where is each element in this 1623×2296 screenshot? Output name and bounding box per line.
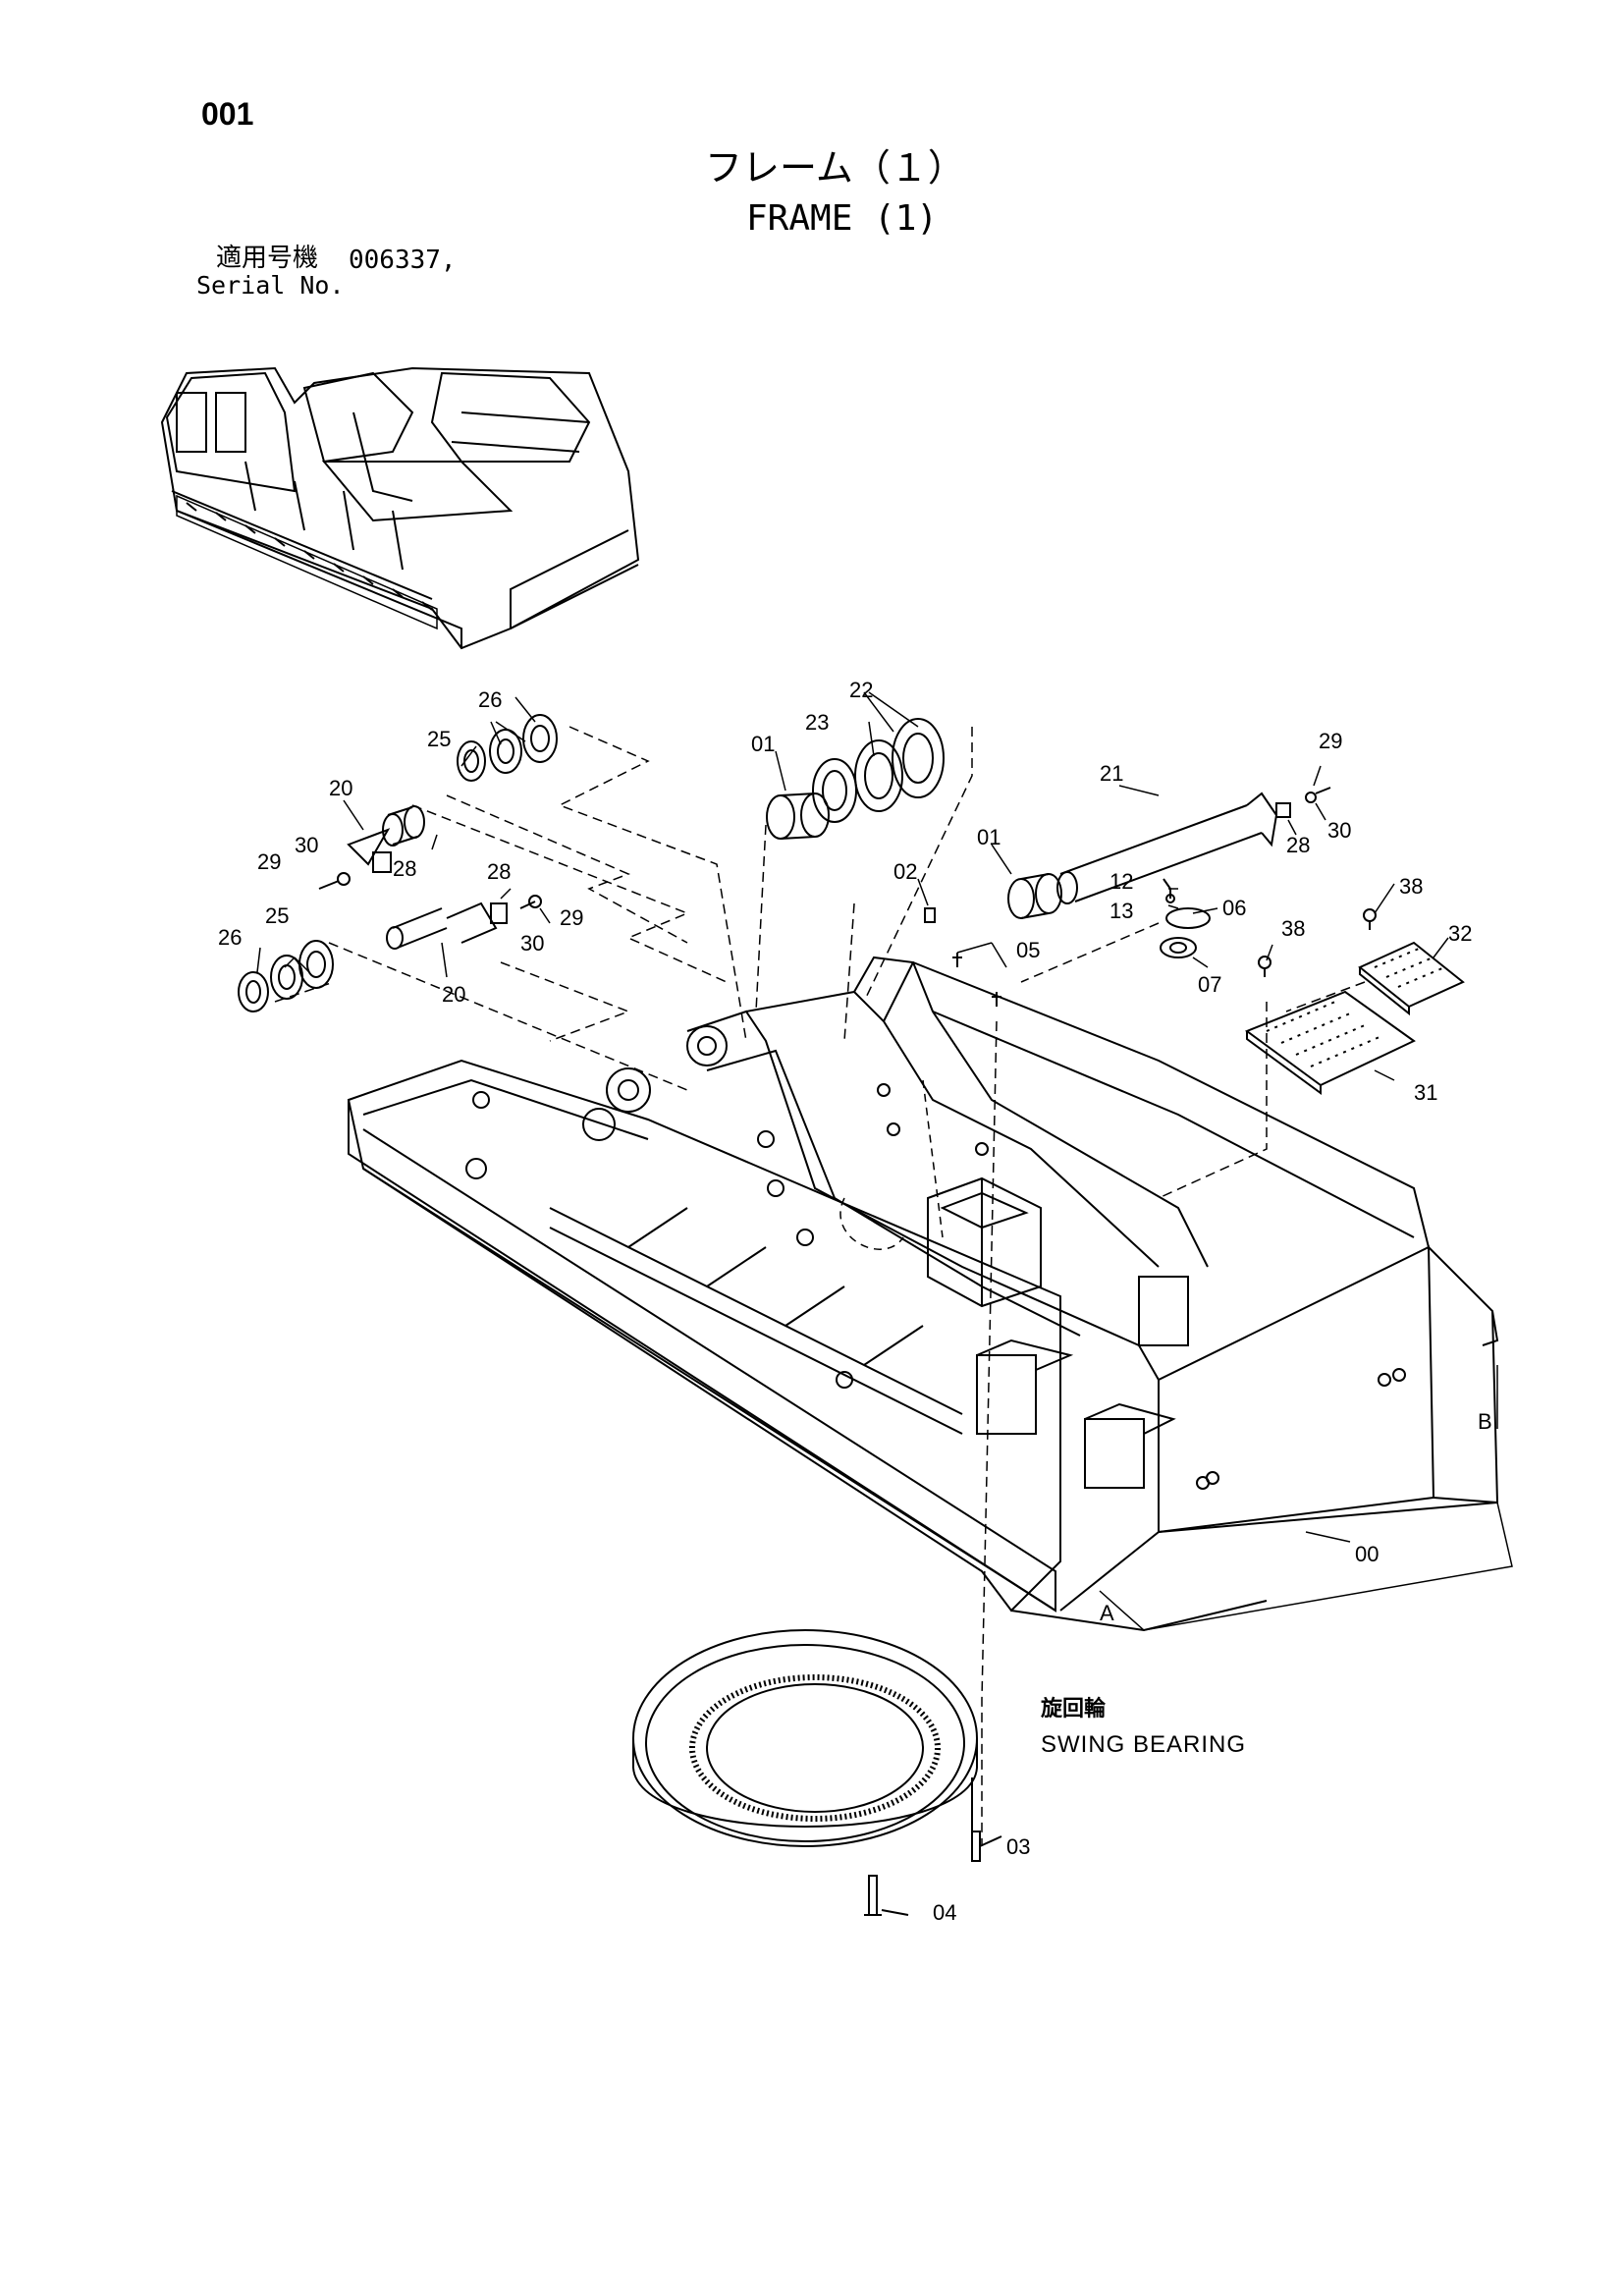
assembly-guide-lines [274,726,1366,1846]
callout-25-upper: 25 [427,727,451,751]
callout-21: 21 [1100,761,1123,786]
callout-31: 31 [1414,1080,1437,1105]
callout-13: 13 [1109,899,1133,923]
callout-01-upper: 01 [751,732,775,756]
swing-bearing-drawing [632,1629,1002,1916]
callout-20-lower: 20 [442,982,465,1007]
callout-B: B [1478,1409,1492,1434]
callout-04: 04 [933,1900,956,1925]
callout-06: 06 [1222,896,1246,920]
callout-25-lower: 25 [265,903,289,928]
callout-38-left: 38 [1281,916,1305,941]
callout-22: 22 [849,678,873,702]
callout-29-left: 29 [257,849,281,874]
callout-20-upper: 20 [329,776,352,800]
callout-02: 02 [893,859,917,884]
callout-01-lower: 01 [977,825,1001,849]
callout-29-right: 29 [1319,729,1342,753]
callout-30-right: 30 [1327,818,1351,843]
page-number: 001 [201,96,254,132]
serial-number-value: 006337, [349,246,457,275]
callout-A: A [1100,1601,1114,1625]
callout-03: 03 [1006,1834,1030,1859]
title-japanese: フレーム（１） [705,146,965,190]
callout-26-upper: 26 [478,687,502,712]
callout-32: 32 [1448,921,1472,946]
callout-26-lower: 26 [218,925,242,950]
callout-28-left: 28 [393,856,416,881]
swing-bearing-label-japanese: 旋回輪 [1041,1697,1107,1722]
callout-05: 05 [1016,938,1040,962]
callout-28-middle: 28 [487,859,511,884]
callout-00: 00 [1355,1542,1379,1566]
swing-bearing-label-english: SWING BEARING [1041,1731,1247,1758]
excavator-overview-drawing [160,366,640,650]
serial-label-japanese: 適用号機 [216,244,319,273]
callout-labels: 00 01 01 02 03 04 05 06 07 12 13 20 20 2… [218,678,1492,1925]
callout-28-right: 28 [1286,833,1310,857]
serial-label-english: Serial No. [196,271,345,300]
callout-23: 23 [805,710,829,735]
callout-12: 12 [1109,869,1133,894]
callout-07: 07 [1198,972,1221,997]
callout-30-middle: 30 [520,931,544,956]
callout-29-middle: 29 [560,905,583,930]
title-english: FRAME (1) [746,198,939,239]
upper-frame-structure [347,956,1499,1632]
callout-38-right: 38 [1399,874,1423,899]
callout-leader-lines [256,691,1449,1543]
parts-bushings-pins [238,714,1513,1631]
callout-30-left: 30 [295,833,318,857]
